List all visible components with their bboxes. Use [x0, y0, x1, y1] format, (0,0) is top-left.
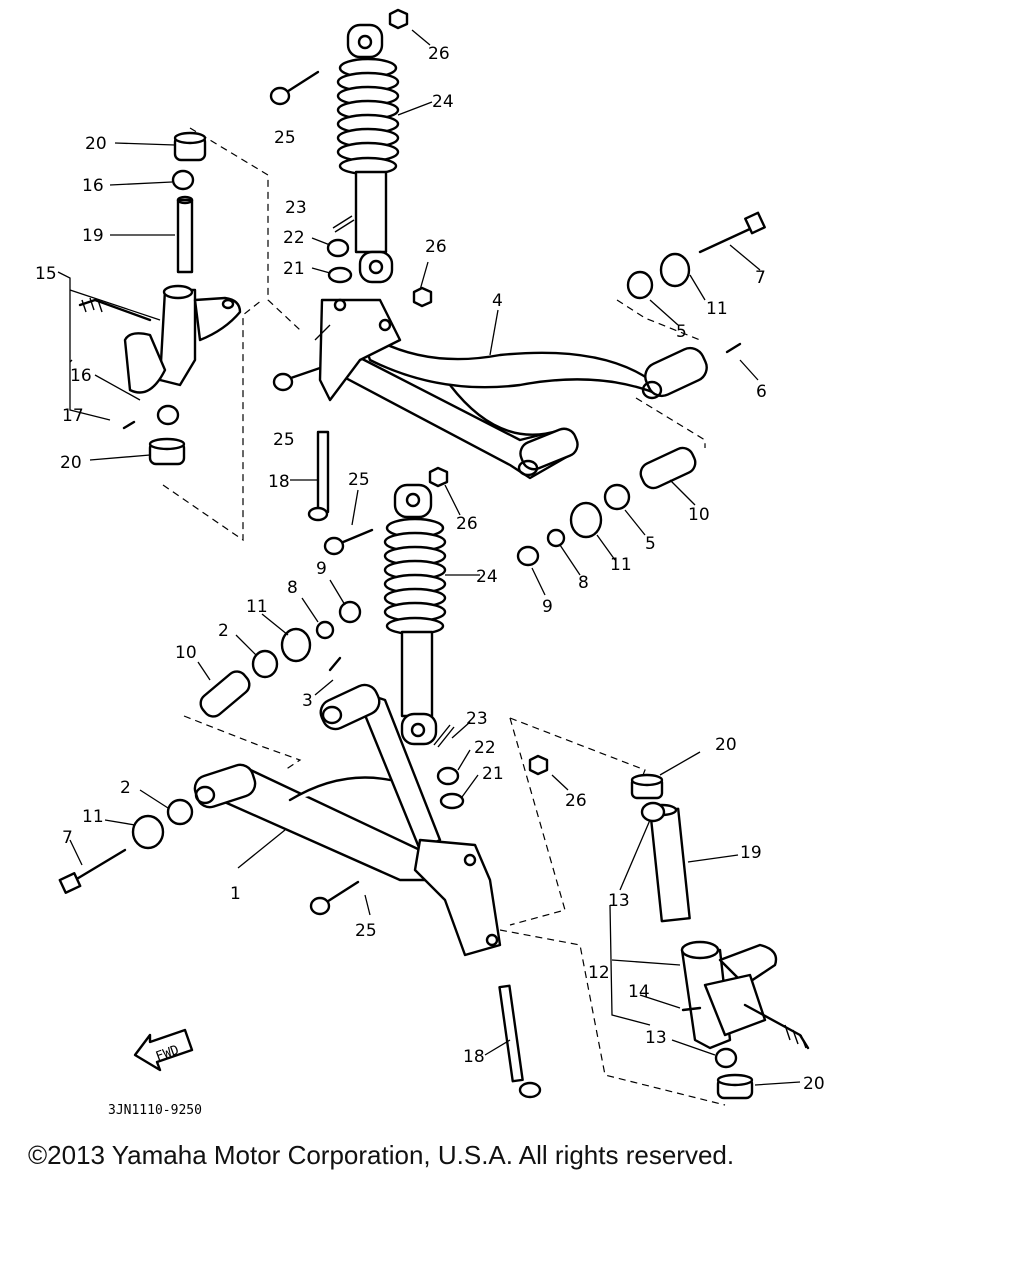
part-label: 12	[588, 963, 610, 983]
part-label: 5	[676, 322, 687, 342]
part-label: 11	[610, 555, 632, 575]
part-label: 24	[432, 92, 454, 112]
part-label: 2	[218, 621, 229, 641]
part-label: 8	[578, 573, 589, 593]
part-label: 17	[62, 406, 84, 426]
part-label: 20	[85, 134, 107, 154]
part-label: 23	[285, 198, 307, 218]
part-label: 14	[628, 982, 650, 1002]
part-label: 9	[542, 597, 553, 617]
part-label: 26	[425, 237, 447, 257]
part-label: 21	[482, 764, 504, 784]
part-label: 25	[274, 128, 296, 148]
part-label: 24	[476, 567, 498, 587]
part-label: 20	[715, 735, 737, 755]
part-label: 11	[246, 597, 268, 617]
diagram-code: 3JN1110-9250	[108, 1103, 202, 1118]
part-label: 8	[287, 578, 298, 598]
part-label: 19	[82, 226, 104, 246]
part-label: 2	[120, 778, 131, 798]
part-label: 1	[230, 884, 241, 904]
part-label: 22	[283, 228, 305, 248]
part-label: 25	[348, 470, 370, 490]
part-label: 7	[755, 268, 766, 288]
right-steering-knuckle	[646, 803, 810, 1050]
part-label: 25	[273, 430, 295, 450]
part-label: 5	[645, 534, 656, 554]
part-label: 26	[565, 791, 587, 811]
upper-a-arm	[318, 298, 708, 480]
leader-lines	[57, 29, 801, 1086]
upper-shock-absorber	[336, 23, 400, 284]
lower-a-arm	[193, 683, 502, 957]
part-label: 19	[740, 843, 762, 863]
part-label: 4	[492, 291, 503, 311]
part-label: 18	[463, 1047, 485, 1067]
part-label: 3	[302, 691, 313, 711]
part-label: 11	[706, 299, 728, 319]
part-label: 18	[268, 472, 290, 492]
part-label: 25	[355, 921, 377, 941]
part-label: 26	[428, 44, 450, 64]
part-label: 15	[35, 264, 57, 284]
left-steering-knuckle	[78, 195, 242, 394]
part-label: 10	[688, 505, 710, 525]
part-label: 20	[803, 1074, 825, 1094]
part-label: 22	[474, 738, 496, 758]
part-label: 10	[175, 643, 197, 663]
part-label: 7	[62, 828, 73, 848]
part-labels: 26 25 24 20 16 23 19 22 26 15 21 7 11 4 …	[35, 44, 825, 1094]
forward-direction-arrow: FWD	[133, 1028, 194, 1072]
exploded-parts-diagram: FWD 26 25 24 20 16 23 19 22 26 15 21 7 1…	[35, 8, 825, 1118]
part-label: 16	[82, 176, 104, 196]
part-label: 26	[456, 514, 478, 534]
part-label: 13	[608, 891, 630, 911]
part-label: 16	[70, 366, 92, 386]
part-label: 23	[466, 709, 488, 729]
part-label: 20	[60, 453, 82, 473]
lower-shock-absorber	[383, 483, 447, 746]
assembly-guides	[162, 127, 726, 1106]
part-label: 11	[82, 807, 104, 827]
part-label: 21	[283, 259, 305, 279]
copyright-notice: ©2013 Yamaha Motor Corporation, U.S.A. A…	[28, 1140, 735, 1170]
hardware-parts	[58, 8, 766, 1100]
part-label: 13	[645, 1028, 667, 1048]
part-label: 9	[316, 559, 327, 579]
part-label: 6	[756, 382, 767, 402]
